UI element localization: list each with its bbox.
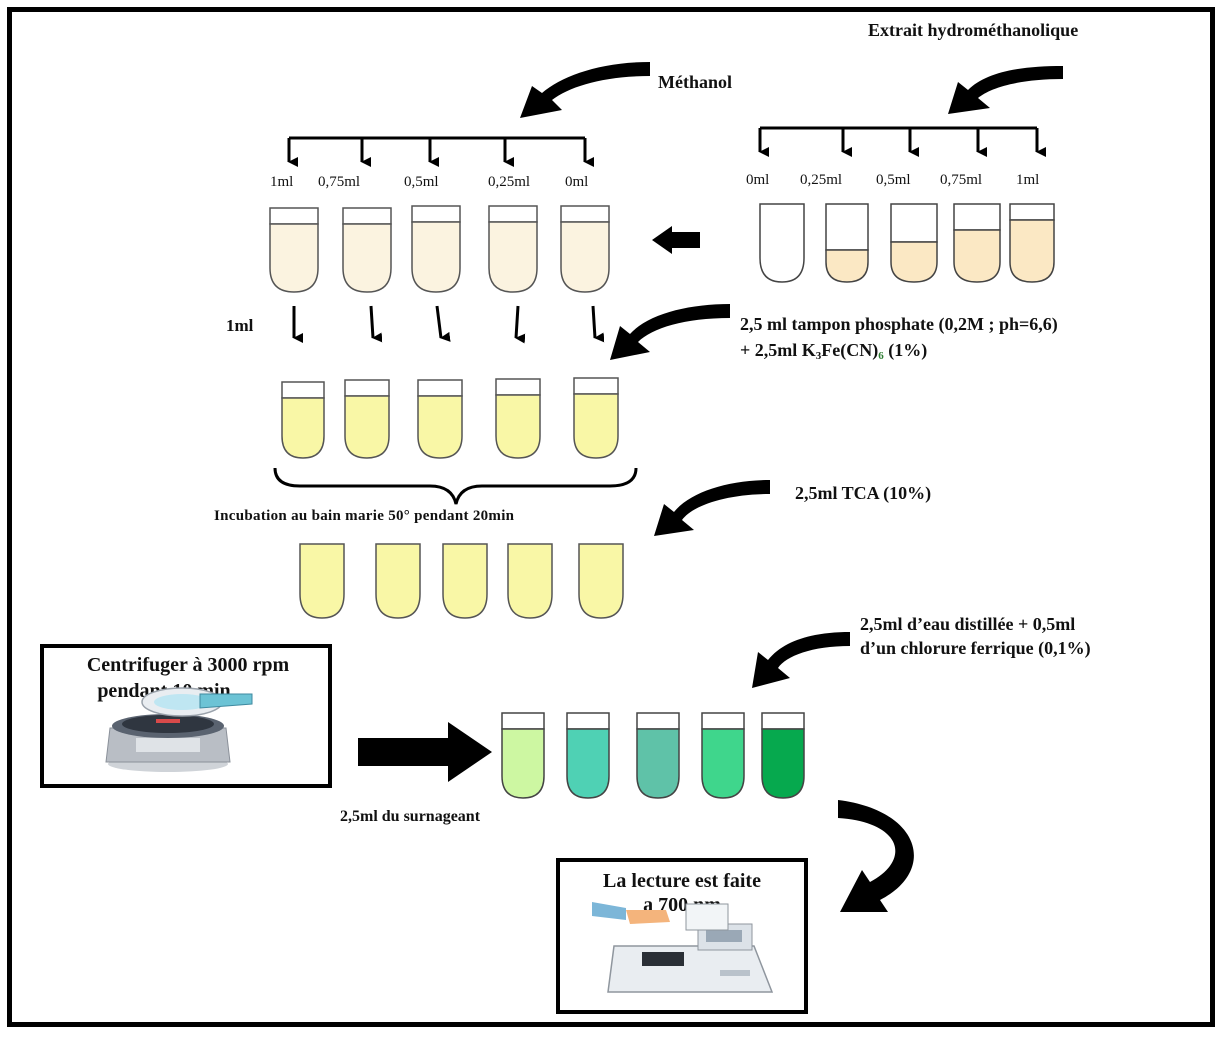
tube [495, 378, 541, 459]
curved-arrow-methanol [520, 62, 650, 118]
tca-tube-row [299, 543, 624, 619]
methanol-volume-label: 0,5ml [404, 174, 439, 190]
tube [636, 712, 680, 799]
supernatant-label: 2,5ml du surnageant [340, 808, 481, 825]
tube [701, 712, 745, 799]
methanol-volume-label: 0ml [565, 174, 589, 190]
tube [344, 379, 390, 459]
water-label-line1: 2,5ml d’eau distillée + 0,5ml [860, 614, 1076, 634]
tube [269, 207, 319, 293]
extract-tube-row [759, 203, 1055, 283]
extract-volume-label: 0ml [746, 172, 770, 188]
tube [825, 203, 869, 283]
tube [566, 712, 610, 799]
tube [1009, 203, 1055, 283]
reading-box: La lecture est faite a 700 nm [556, 858, 808, 1014]
extract-label: Extrait hydrométhanolique [868, 20, 1079, 40]
ferric-tube-row [501, 712, 805, 799]
right-arrow [358, 722, 492, 782]
curved-arrow-extract [948, 66, 1063, 114]
tube [442, 543, 488, 619]
centrifuge-label-line1: Centrifuger à 3000 rpm [86, 654, 290, 676]
diagram-frame [7, 7, 1215, 1027]
curved-arrow-buffer [610, 304, 730, 360]
tube [759, 203, 805, 283]
methanol-volume-label: 1ml [270, 174, 294, 190]
tube [578, 543, 624, 619]
left-arrow [652, 226, 700, 254]
reading-label-line1: La lecture est faite [603, 870, 761, 892]
tube [375, 543, 421, 619]
transfer-arrows [292, 305, 605, 344]
tube [507, 543, 553, 619]
centrifuge-box: Centrifuger à 3000 rpm pendant 10 min [40, 644, 332, 788]
water-label-line2: d’un chlorure ferrique (0,1%) [860, 638, 1091, 658]
tube [488, 205, 538, 293]
curved-arrow-tca [654, 480, 770, 536]
extract-volume-label: 0,5ml [876, 172, 911, 188]
methanol-bracket [287, 136, 594, 167]
methanol-volume-label: 0,25ml [488, 174, 531, 190]
buffer-label-line1: 2,5 ml tampon phosphate (0,2M ; ph=6,6) [740, 314, 1058, 334]
tube [953, 203, 1001, 283]
buffer-tube-row [281, 377, 619, 459]
extract-volume-label: 0,75ml [940, 172, 983, 188]
tube [411, 205, 461, 293]
tca-label: 2,5ml TCA (10%) [795, 483, 932, 503]
centrifuge-label-line2: pendant 10 min [97, 680, 231, 702]
extract-bracket [758, 126, 1046, 157]
extract-volume-label: 1ml [1016, 172, 1040, 188]
methanol-label: Méthanol [658, 72, 732, 92]
tube [281, 381, 325, 459]
methanol-volume-label: 0,75ml [318, 174, 361, 190]
incubation-label: Incubation au bain marie 50° pendant 20m… [214, 508, 515, 524]
transfer-volume-label: 1ml [226, 316, 254, 335]
methanol-tube-row [269, 205, 610, 293]
tube [417, 379, 463, 459]
incubation-brace [273, 467, 638, 505]
tube [890, 203, 938, 283]
reading-label-line2: a 700 nm [643, 894, 721, 916]
tube [342, 207, 392, 293]
curved-arrow-reading [838, 800, 914, 912]
curved-arrow-water [752, 632, 850, 688]
extract-volume-label: 0,25ml [800, 172, 843, 188]
tube [501, 712, 545, 799]
tube [573, 377, 619, 459]
buffer-label-line2: + 2,5ml K3Fe(CN)6 (1%) [740, 340, 928, 362]
tube [761, 712, 805, 799]
tube [560, 205, 610, 293]
tube [299, 543, 345, 619]
